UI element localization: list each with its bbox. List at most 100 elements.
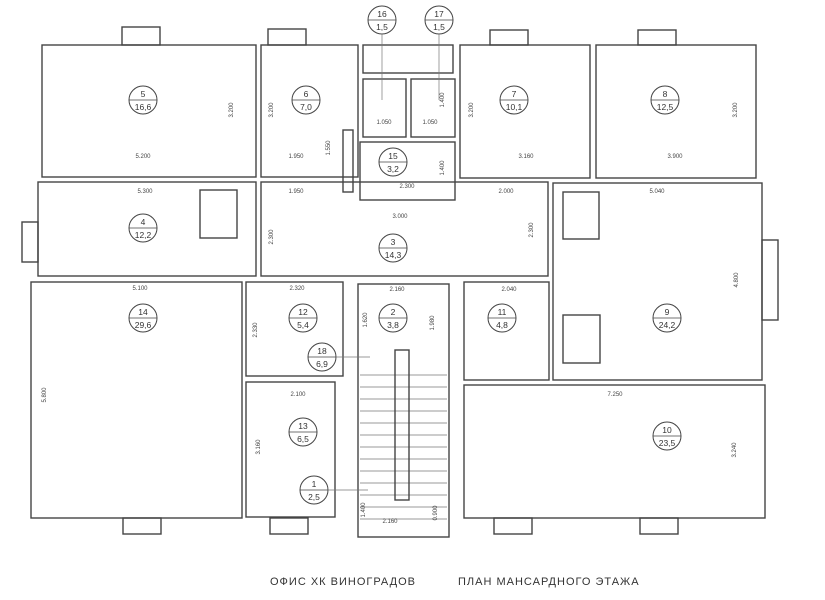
room-marker-18: 186,9 [307, 342, 337, 372]
room-area: 14,3 [385, 250, 402, 260]
room-marker-11: 114,8 [487, 303, 517, 333]
room-area: 1,5 [433, 22, 445, 32]
dimension-label: 2.300 [529, 222, 535, 238]
room-area: 29,6 [135, 320, 152, 330]
room-11-outline [463, 281, 550, 381]
balcony-outline [362, 44, 454, 74]
caption-plan-title: ПЛАН МАНСАРДНОГО ЭТАЖА [458, 576, 640, 588]
room-number: 6 [304, 89, 309, 99]
room-area: 23,5 [659, 438, 676, 448]
room-number: 1 [312, 479, 317, 489]
dimension-label: 1.400 [440, 160, 446, 176]
window-icon [639, 517, 679, 535]
dimension-label: 2.300 [269, 229, 275, 245]
room-12-outline [245, 281, 344, 377]
dimension-label: 1.400 [361, 502, 367, 518]
dimension-label: 1.950 [288, 154, 304, 160]
window-icon [493, 517, 533, 535]
window-icon [489, 29, 529, 46]
dimension-label: 2.300 [399, 184, 415, 190]
dimension-label: 7.250 [607, 392, 623, 398]
room-marker-4: 412,2 [128, 213, 158, 243]
dimension-label: 3.240 [732, 442, 738, 458]
dimension-label: 2.330 [253, 322, 259, 338]
room-marker-5: 516,6 [128, 85, 158, 115]
walls [21, 26, 779, 538]
room-17-outline [410, 78, 456, 138]
room-number: 11 [498, 307, 507, 317]
room-marker-17: 171,5 [424, 5, 454, 35]
room-marker-15: 153,2 [378, 147, 408, 177]
room-markers: 12,523,8314,3412,2516,667,0710,1812,5924… [128, 5, 682, 505]
dimension-label: 2.040 [501, 287, 517, 293]
dimension-label: 1.050 [376, 120, 392, 126]
dimension-label: 2.160 [382, 519, 398, 525]
room-area: 6,5 [297, 434, 309, 444]
dimension-label: 3.200 [733, 102, 739, 118]
room-marker-14: 14 29,6 [128, 303, 158, 333]
room-number: 8 [663, 89, 668, 99]
room-marker-10: 10 23,5 [652, 421, 682, 451]
room-number: 9 [665, 307, 670, 317]
room-area: 3,2 [387, 164, 399, 174]
room-number: 13 [298, 421, 308, 431]
room-number: 17 [434, 9, 444, 19]
dimension-label: 3.200 [469, 102, 475, 118]
window-icon [21, 221, 39, 263]
window-icon [269, 517, 309, 535]
dimension-label: 1.620 [363, 312, 369, 328]
room-number: 18 [317, 346, 327, 356]
room-number: 14 [138, 307, 148, 317]
room-marker-12: 125,4 [288, 303, 318, 333]
caption-office-name: ОФИС ХК ВИНОГРАДОВ [270, 576, 416, 588]
dimension-label: 3.900 [667, 154, 683, 160]
room-6-outline [260, 44, 359, 178]
room-13-outline [245, 381, 336, 518]
stair-outline [357, 283, 450, 538]
window-icon [637, 29, 677, 46]
room-number: 4 [141, 217, 146, 227]
dimension-label: 1.980 [430, 315, 436, 331]
room-number: 2 [391, 307, 396, 317]
room-number: 5 [141, 89, 146, 99]
room-marker-8: 812,5 [650, 85, 680, 115]
dimension-label: 5.300 [137, 189, 153, 195]
dimension-label: 1.550 [326, 140, 332, 156]
stair-railing [394, 349, 410, 501]
window-icon [562, 191, 600, 240]
dimension-label: 5.800 [42, 387, 48, 403]
window-icon [761, 239, 779, 321]
dimension-label: 0.900 [433, 505, 439, 521]
window-icon [121, 26, 161, 46]
dimension-label: 5.040 [649, 189, 665, 195]
room-marker-7: 710,1 [499, 85, 529, 115]
dimension-label: 5.100 [132, 286, 148, 292]
room-area: 1,5 [376, 22, 388, 32]
shaft-outline [342, 129, 354, 193]
room-marker-6: 67,0 [291, 85, 321, 115]
room-number: 3 [391, 237, 396, 247]
dimension-label: 3.200 [229, 102, 235, 118]
room-marker-1: 12,5 [299, 475, 329, 505]
room-marker-16: 161,5 [367, 5, 397, 35]
room-number: 15 [388, 151, 398, 161]
room-marker-2: 23,8 [378, 303, 408, 333]
window-icon [199, 189, 238, 239]
room-marker-3: 314,3 [378, 233, 408, 263]
dimension-label: 2.100 [290, 392, 306, 398]
dimension-label: 2.000 [498, 189, 514, 195]
room-9-outline [552, 182, 763, 381]
window-icon [562, 314, 601, 364]
room-area: 7,0 [300, 102, 312, 112]
dimension-label: 5.200 [135, 154, 151, 160]
dimension-label: 3.160 [256, 439, 262, 455]
room-area: 12,2 [135, 230, 152, 240]
window-icon [122, 517, 162, 535]
room-marker-13: 136,5 [288, 417, 318, 447]
room-number: 16 [377, 9, 387, 19]
room-3-outline [260, 181, 549, 277]
room-number: 10 [662, 425, 672, 435]
dimension-label: 3.160 [518, 154, 534, 160]
dimension-label: 1.950 [288, 189, 304, 195]
room-16-outline [362, 78, 407, 138]
